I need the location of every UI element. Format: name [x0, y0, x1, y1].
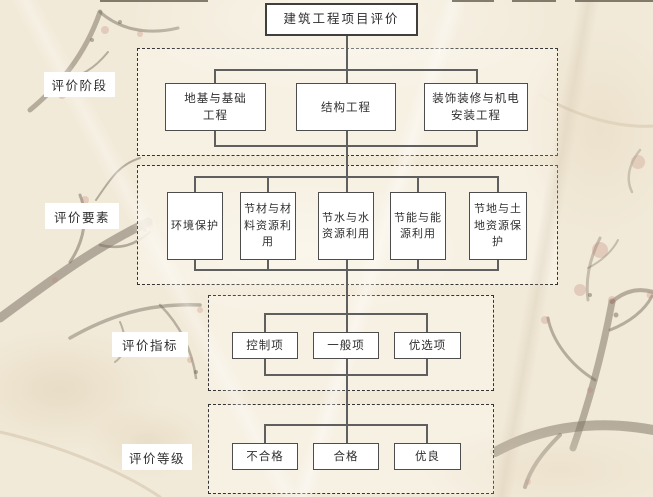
branch-bottom-right — [490, 288, 653, 489]
connector-row4-left — [264, 424, 266, 445]
connector-row4-right — [426, 424, 428, 445]
node-grade-excellent: 优良 — [394, 443, 461, 470]
top-edge-fragment — [512, 0, 556, 2]
stage-label-4: 评价等级 — [122, 444, 192, 470]
node-general-items: 一般项 — [313, 332, 379, 359]
node-grade-pass: 合格 — [313, 443, 379, 470]
node-water-saving: 节水与水 资源利用 — [318, 192, 374, 260]
node-land-saving: 节地与土 地资源保 护 — [469, 192, 527, 260]
node-grade-fail: 不合格 — [232, 443, 298, 470]
node-decoration-mep-works: 装饰装修与机电 安装工程 — [424, 83, 528, 131]
node-material-saving: 节材与材 料资源利 用 — [240, 192, 296, 260]
stage-label-3: 评价指标 — [112, 332, 188, 357]
connector-row1-top — [214, 69, 478, 71]
connector-row2-bottom — [194, 269, 499, 271]
connector-row3-top — [264, 313, 428, 315]
node-preferred-items: 优选项 — [394, 332, 461, 359]
connector-row3-bottom — [264, 374, 428, 376]
branch-right-middle — [585, 148, 642, 302]
stage-label-2: 评价要素 — [45, 203, 119, 229]
node-structural-works: 结构工程 — [296, 83, 396, 131]
stage-label-1: 评价阶段 — [44, 72, 115, 97]
connector-row4-top — [264, 424, 428, 426]
node-environment-protection: 环境保护 — [167, 192, 223, 260]
node-foundation-works: 地基与基础 工程 — [165, 83, 266, 131]
node-control-items: 控制项 — [232, 332, 298, 359]
connector-row1-bottom — [214, 145, 478, 147]
connector-row2-top — [194, 176, 499, 178]
branch-left-middle — [0, 157, 153, 323]
top-edge-fragment — [100, 0, 208, 2]
top-edge-fragment — [575, 0, 653, 2]
node-project-evaluation: 建筑工程项目评价 — [265, 3, 418, 36]
top-edge-fragment — [452, 0, 494, 2]
node-energy-saving: 节能与能 源利用 — [390, 192, 446, 260]
